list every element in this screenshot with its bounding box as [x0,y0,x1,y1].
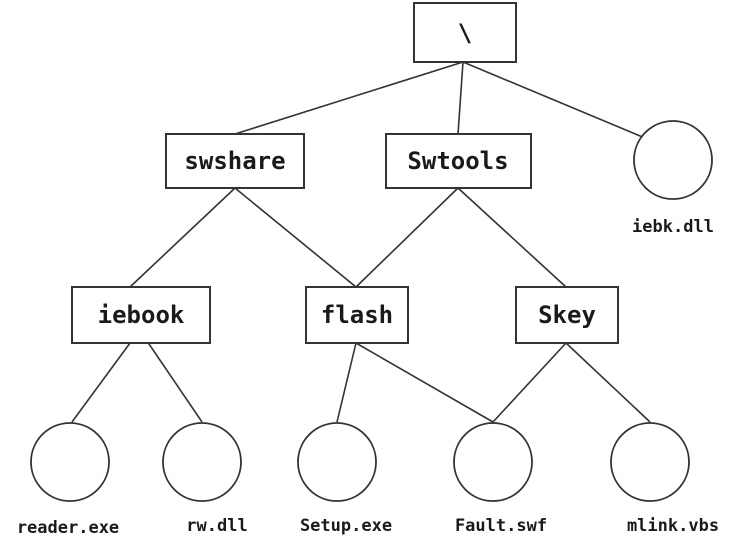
edge-swtools-skey [457,187,567,288]
dir-label-swtools: Swtools [407,147,508,175]
file-label-mlink-vbs: mlink.vbs [627,516,719,536]
dir-node-swshare: swshare [165,133,305,189]
edge-root-swshare [234,61,464,135]
edge-skey-fault-swf [492,342,567,423]
file-label-rw-dll: rw.dll [186,516,247,536]
edge-swshare-flash [234,187,357,288]
edge-flash-setup-exe [336,342,357,423]
edge-flash-fault-swf [355,342,494,423]
file-node-fault-swf: Fault.swf [453,422,547,536]
tree-edges [71,61,651,423]
file-node-mlink-vbs: mlink.vbs [610,422,719,536]
edge-skey-mlink-vbs [565,342,651,423]
file-label-fault-swf: Fault.swf [455,516,547,536]
edge-swshare-iebook [129,187,236,288]
file-label-iebk-dll: iebk.dll [632,217,714,237]
dir-label-skey: Skey [538,301,596,329]
dir-node-iebook: iebook [71,286,211,344]
dir-node-skey: Skey [515,286,619,344]
dir-label-root: \ [458,19,472,47]
edge-root-iebk-dll [462,61,646,139]
file-node-iebk-dll: iebk.dll [632,120,714,237]
file-node-reader-exe: reader.exe [17,422,119,538]
edge-swtools-flash [355,187,459,288]
file-label-setup-exe: Setup.exe [300,516,392,536]
edge-root-swtools [457,61,464,135]
dir-node-root: \ [413,2,517,63]
dir-label-flash: flash [321,301,393,329]
edge-iebook-reader-exe [71,342,131,423]
file-label-reader-exe: reader.exe [17,518,119,538]
dir-label-swshare: swshare [184,147,285,175]
file-node-setup-exe: Setup.exe [297,422,392,536]
file-node-rw-dll: rw.dll [162,422,248,536]
dir-node-swtools: Swtools [385,133,532,189]
dir-node-flash: flash [305,286,409,344]
dir-label-iebook: iebook [98,301,185,329]
